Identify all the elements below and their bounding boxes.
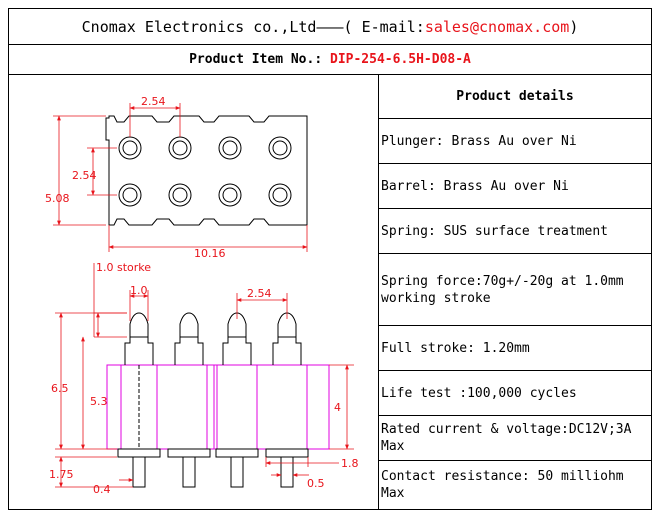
- side-view-dimensions: [55, 263, 354, 488]
- email-link[interactable]: sales@cnomax.com: [424, 17, 570, 36]
- top-view: [105, 115, 308, 226]
- dim-pitch-top: 2.54: [141, 95, 166, 108]
- pins: [117, 312, 309, 488]
- detail-spring-force: Spring force:70g+/-20g at 1.0mm working …: [379, 254, 651, 326]
- detail-full-stroke: Full stroke: 1.20mm: [379, 326, 651, 371]
- top-view-labels: 2.54 2.54 5.08 10.16: [45, 95, 226, 260]
- company-header: Cnomax Electronics co.,Ltd———( E-mail: s…: [9, 9, 651, 45]
- company-name: Cnomax Electronics co.,Ltd———( E-mail:: [81, 17, 425, 36]
- side-view-labels: 1.0 storke 1.0 2.54 6.5 5.3 4 1.75 0.4 1…: [49, 261, 359, 496]
- dim-stroke-note: 1.0 storke: [96, 261, 151, 274]
- dim-tail-offset: 0.4: [93, 483, 111, 496]
- detail-life-test: Life test :100,000 cycles: [379, 371, 651, 416]
- dim-pitch-side: 2.54: [72, 169, 97, 182]
- insulator-body: [106, 364, 330, 450]
- technical-drawing: 2.54 2.54 5.08 10.16: [9, 75, 379, 509]
- product-item-number: DIP-254-6.5H-D08-A: [330, 52, 471, 67]
- top-view-dimensions: [53, 103, 308, 252]
- detail-spring: Spring: SUS surface treatment: [379, 209, 651, 254]
- dim-insulator-height: 4: [334, 401, 341, 414]
- product-item-label: Product Item No.:: [189, 52, 323, 67]
- drawing-svg: 2.54 2.54 5.08 10.16: [45, 95, 359, 496]
- dim-height-top: 5.08: [45, 192, 70, 205]
- dim-tip-width: 1.0: [130, 284, 148, 297]
- dim-tail-length: 1.75: [49, 468, 74, 481]
- detail-rated-current: Rated current & voltage:DC12V;3A Max: [379, 416, 651, 461]
- company-suffix: ): [569, 17, 579, 36]
- product-details: Product details Plunger: Brass Au over N…: [379, 75, 651, 509]
- dim-tail-diameter: 0.5: [307, 477, 325, 490]
- details-heading: Product details: [379, 75, 651, 119]
- dim-pitch-side-view: 2.54: [247, 287, 272, 300]
- detail-barrel: Barrel: Brass Au over Ni: [379, 164, 651, 209]
- detail-contact-resistance: Contact resistance: 50 milliohm Max: [381, 469, 624, 501]
- product-item-row: Product Item No.: DIP-254-6.5H-D08-A: [9, 45, 651, 75]
- dim-body-height: 5.3: [90, 395, 108, 408]
- dim-total-height: 6.5: [51, 382, 69, 395]
- dim-flange-width: 1.8: [341, 457, 359, 470]
- spec-sheet: Cnomax Electronics co.,Ltd———( E-mail: s…: [8, 8, 652, 510]
- detail-plunger: Plunger: Brass Au over Ni: [379, 119, 651, 164]
- dim-width-top: 10.16: [194, 247, 226, 260]
